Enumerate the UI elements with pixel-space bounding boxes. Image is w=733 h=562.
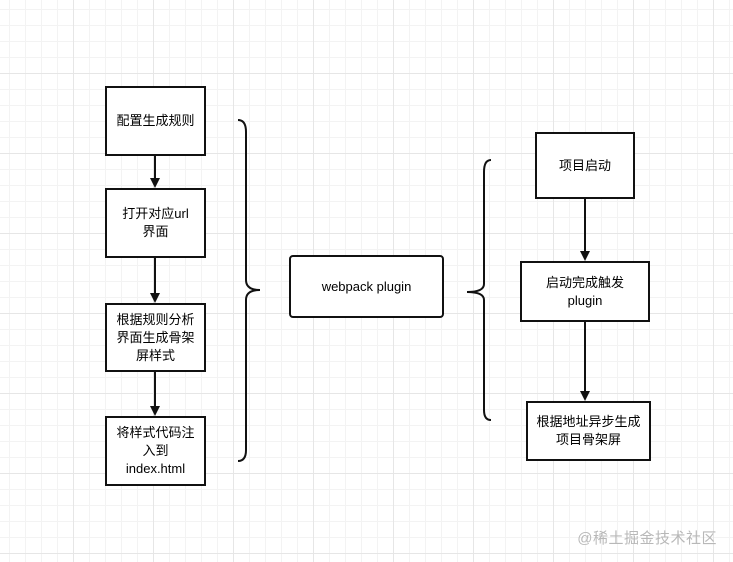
step-trigger-plugin: 启动完成触发 plugin xyxy=(520,261,650,322)
left-brace xyxy=(237,119,261,462)
webpack-plugin-box: webpack plugin xyxy=(289,255,444,318)
step-generate-skeleton: 根据地址异步生成 项目骨架屏 xyxy=(526,401,651,461)
step-project-start: 项目启动 xyxy=(535,132,635,199)
step-config-rules: 配置生成规则 xyxy=(105,86,206,156)
step-inject-styles: 将样式代码注 入到 index.html xyxy=(105,416,206,486)
right-brace xyxy=(466,159,492,421)
watermark: @稀土掘金技术社区 xyxy=(577,530,717,547)
step-analyze-page: 根据规则分析 界面生成骨架 屏样式 xyxy=(105,303,206,372)
step-open-url: 打开对应url 界面 xyxy=(105,188,206,258)
